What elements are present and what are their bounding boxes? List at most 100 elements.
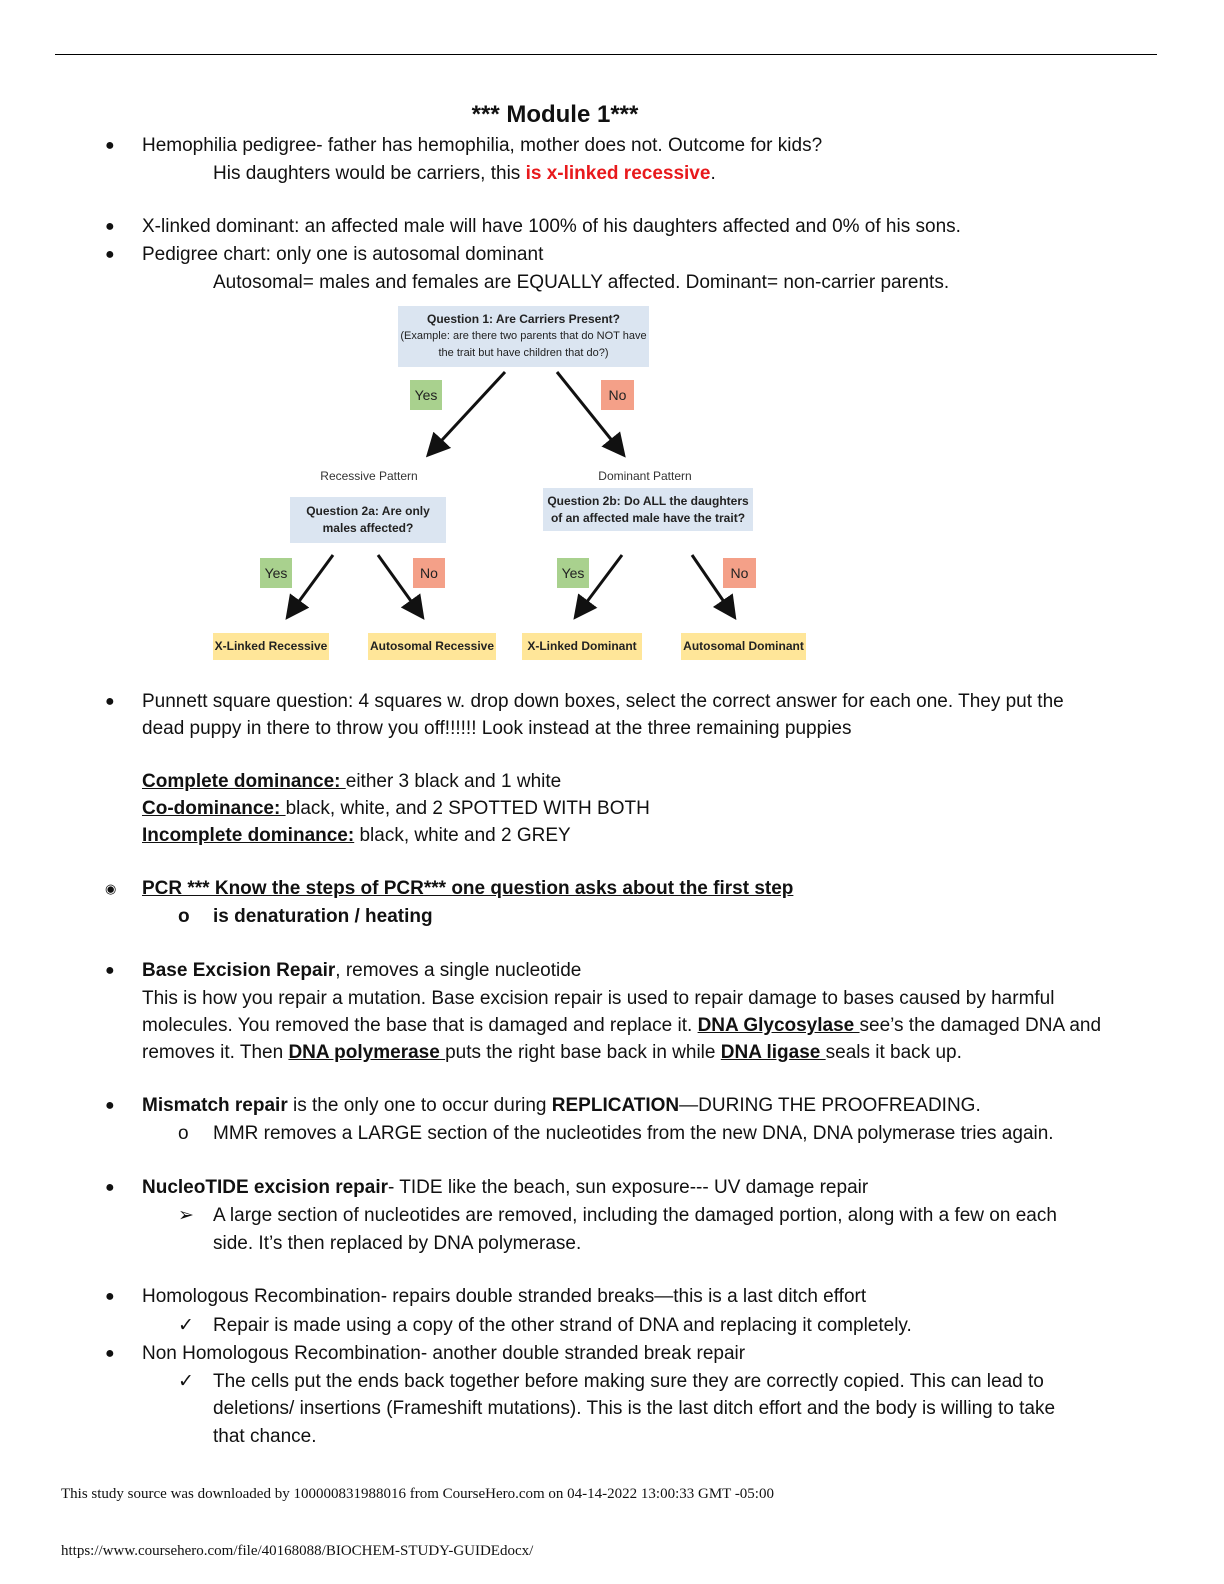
arrow [555,371,626,458]
autosomal-recessive-box: Autosomal Recessive [368,633,496,660]
ner-sub: A large section of nucleotides are remov… [213,1205,1057,1226]
definition: black, white, and 2 SPOTTED WITH BOTH [285,798,650,819]
q2b-text: of an affected male have the trait? [550,510,746,525]
text: —DURING THE PROOFREADING. [679,1095,981,1116]
term: NucleoTIDE excision repair [142,1177,389,1198]
recessive-pattern-label: Recessive Pattern [320,469,418,483]
q2b-text: Question 2b: Do ALL the daughters [547,493,749,508]
q2a-text: Question 2a: Are only [306,504,430,518]
text: molecules. You removed the base that is … [142,1015,698,1036]
hemophilia-answer: His daughters would be carriers, this is… [213,162,716,186]
punnett-line: dead puppy in there to throw you off!!!!… [142,718,852,739]
text: seals it back up. [825,1042,962,1063]
arrow [285,554,335,620]
ber-text: This is how you repair a mutation. Base … [142,988,1055,1009]
term: DNA polymerase [288,1042,446,1063]
autosomal-line: Autosomal= males and females are EQUALLY… [213,272,950,293]
x-linked-recessive-box: X-Linked Recessive [213,633,329,660]
no-label: No [723,558,756,588]
bullet: ● [105,1097,115,1114]
incomplete-dominance: Incomplete dominance: black, white and 2… [142,824,571,848]
term: Mismatch repair [142,1095,288,1116]
ber-text: removes it. Then DNA polymerase puts the… [142,1041,962,1065]
yes-label: Yes [557,558,589,588]
hr-line: Homologous Recombination- repairs double… [142,1286,867,1307]
sub-bullet: o [178,906,190,927]
x-linked-dominant-box: X-Linked Dominant [522,633,642,660]
autosomal-dominant-box: Autosomal Dominant [681,633,806,660]
term: DNA Glycosylase [697,1015,860,1036]
yes-label: Yes [260,558,292,588]
term: Complete dominance: [142,771,346,792]
term: DNA ligase [720,1042,826,1063]
term: Co-dominance: [142,798,286,819]
text: puts the right base back in while [445,1042,721,1063]
arrow [425,370,507,458]
sub-bullet: o [178,1123,189,1144]
nhr-sub: The cells put the ends back together bef… [213,1371,1044,1392]
nhr-line: Non Homologous Recombination- another do… [142,1343,746,1364]
question-1-box: Question 1: Are Carriers Present? (Examp… [398,306,649,367]
q1-sub: (Example: are there two parents that do … [400,330,647,342]
yes-label: Yes [410,380,442,410]
pcr-answer: is denaturation / heating [213,906,433,927]
q2a-text: males affected? [322,521,414,535]
complete-dominance: Complete dominance: either 3 black and 1… [142,770,561,794]
text: removes it. Then [142,1042,289,1063]
text: - TIDE like the beach, sun exposure--- U… [388,1177,869,1198]
hr-sub: Repair is made using a copy of the other… [213,1315,912,1336]
checkmark-icon: ✓ [178,1315,194,1336]
arrow-bullet-icon: ➢ [178,1205,194,1226]
ber-line: Base Excision Repair, removes a single n… [142,959,581,983]
term: REPLICATION [551,1095,680,1116]
bullet: ● [105,962,115,979]
header-rule [55,54,1157,55]
definition: black, white and 2 GREY [354,825,571,846]
ber-text: molecules. You removed the base that is … [142,1014,1101,1038]
nhr-sub: deletions/ insertions (Frameshift mutati… [213,1398,1056,1419]
q1-sub: the trait but have children that do?) [438,347,609,359]
ner-sub: side. It’s then replaced by DNA polymera… [213,1233,582,1254]
arrow [573,554,624,620]
x-linked-line: X-linked dominant: an affected male will… [142,216,961,237]
definition: either 3 black and 1 white [345,771,562,792]
no-label: No [413,558,445,588]
bullet: ● [105,137,115,154]
arrow [376,554,425,620]
bullet: ● [105,1179,115,1196]
bullet: ● [105,1288,115,1305]
download-notice: This study source was downloaded by 1000… [61,1486,774,1502]
arrow [690,554,737,620]
term: Incomplete dominance: [142,825,355,846]
bullet: ● [105,246,115,263]
bullet: ● [105,218,115,235]
bullet: ● [105,1345,115,1362]
question-2b-box: Question 2b: Do ALL the daughters of an … [543,488,753,531]
punnett-line: Punnett square question: 4 squares w. dr… [142,691,1064,712]
no-label: No [601,380,634,410]
question-2a-box: Question 2a: Are only males affected? [290,497,446,543]
term: Base Excision Repair [142,960,336,981]
mismatch-sub: MMR removes a LARGE section of the nucle… [213,1123,1054,1144]
pcr-line: PCR *** Know the steps of PCR*** one que… [142,878,794,899]
dominant-pattern-label: Dominant Pattern [598,469,692,483]
page-title: *** Module 1*** [471,101,639,128]
text: see’s the damaged DNA and [859,1015,1102,1036]
text: , removes a single nucleotide [335,960,582,981]
bullet: ◉ [105,881,117,896]
text: is the only one to occur during [287,1095,552,1116]
flowchart-arrows [285,370,737,620]
bullet: ● [105,693,115,710]
text: . [710,163,716,184]
source-url[interactable]: https://www.coursehero.com/file/40168088… [61,1543,534,1559]
ner-line: NucleoTIDE excision repair- TIDE like th… [142,1176,868,1200]
co-dominance: Co-dominance: black, white, and 2 SPOTTE… [142,797,650,821]
checkmark-icon: ✓ [178,1371,194,1392]
text: His daughters would be carriers, this [213,163,526,184]
hemophilia-line: Hemophilia pedigree- father has hemophil… [142,135,823,156]
pedigree-line: Pedigree chart: only one is autosomal do… [142,244,544,265]
q1-title: Question 1: Are Carriers Present? [427,312,620,326]
mismatch-line: Mismatch repair is the only one to occur… [142,1094,981,1118]
highlight: is x-linked recessive [525,163,711,184]
nhr-sub: that chance. [213,1426,317,1447]
